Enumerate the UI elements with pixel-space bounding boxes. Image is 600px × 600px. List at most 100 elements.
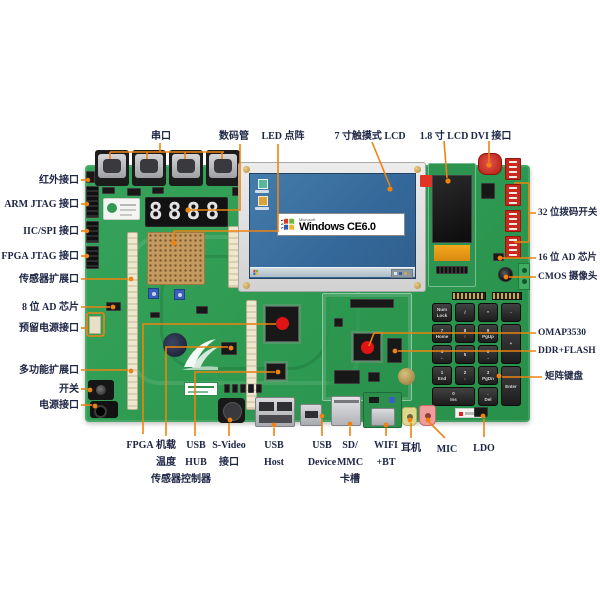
cmos-camera bbox=[498, 267, 513, 282]
bezel-screw bbox=[243, 282, 250, 289]
edge-connector bbox=[452, 292, 486, 300]
board-info-sticker bbox=[103, 198, 140, 220]
callout-label-arm-jtag: ARM JTAG 接口 bbox=[4, 199, 79, 210]
callout-label-matrix-keypad: 矩阵键盘 bbox=[545, 372, 584, 382]
usb-hub-controller-chip bbox=[266, 363, 286, 380]
callout-label-omap3530: OMAP3530 bbox=[538, 328, 587, 338]
dip-switch-block bbox=[505, 236, 521, 258]
component-chip bbox=[232, 384, 238, 393]
key-8: 8 ↑ bbox=[455, 324, 475, 343]
db9-serial-connector-3 bbox=[169, 150, 203, 186]
key-2: 2 ↓ bbox=[455, 366, 475, 385]
component-chip bbox=[256, 384, 262, 393]
banner-os-name: Windows CE6.0 bbox=[299, 220, 376, 233]
callout-label-fpga-jtag: FPGA JTAG 接口 bbox=[1, 251, 79, 262]
callout-label-usb-device: USB Device bbox=[307, 440, 337, 468]
fpga-jtag-connector bbox=[86, 246, 99, 269]
component-chip bbox=[334, 370, 360, 384]
callout-label-earphone: 耳机 bbox=[401, 443, 421, 454]
start-flag-icon bbox=[253, 269, 259, 276]
key-star: * bbox=[478, 303, 498, 322]
component-chip bbox=[152, 187, 164, 194]
led-dot-matrix bbox=[147, 232, 205, 285]
callout-label-ldo: LDO bbox=[473, 443, 495, 454]
callout-label-ad-16bit: 16 位 AD 芯片 bbox=[538, 253, 597, 263]
key-6: 6 → bbox=[478, 345, 498, 364]
key-enter: Enter bbox=[501, 366, 521, 406]
callout-label-reserved-power: 预留电源接口 bbox=[19, 323, 79, 334]
component-chip bbox=[481, 183, 495, 199]
db9-serial-connector-4 bbox=[206, 150, 240, 186]
component-chip bbox=[150, 312, 160, 318]
callout-label-iic-spi: IIC/SPI 接口 bbox=[23, 226, 79, 237]
callout-label-multifunction: 多功能扩展口 bbox=[19, 365, 79, 376]
component-chip bbox=[127, 188, 141, 196]
db9-serial-connector-1 bbox=[95, 150, 129, 186]
sensor-expansion-socket bbox=[127, 232, 138, 410]
callout-label-infrared-port: 红外接口 bbox=[39, 175, 79, 186]
usb-device-connector bbox=[300, 404, 322, 426]
key-numlock: Num Lock bbox=[432, 303, 452, 322]
key-plus: + bbox=[501, 324, 521, 364]
key-dot: . Del bbox=[478, 387, 498, 406]
callout-label-wifi-bt: WIFI +BT bbox=[374, 440, 398, 468]
key-slash: / bbox=[455, 303, 475, 322]
bezel-screw bbox=[414, 282, 421, 289]
db9-serial-connector-2 bbox=[132, 150, 166, 186]
seven-segment-display: 8888 bbox=[145, 197, 228, 227]
lcd-flex-cable bbox=[434, 245, 470, 261]
mic-jack bbox=[419, 405, 436, 426]
callout-label-ddr-flash: DDR+FLASH bbox=[538, 346, 596, 356]
callout-label-dvi-port: DVI 接口 bbox=[470, 131, 512, 142]
multifunction-expansion-socket bbox=[246, 300, 257, 410]
infrared-receiver bbox=[86, 171, 95, 183]
module-connector bbox=[436, 266, 468, 274]
dvi-connector bbox=[478, 153, 502, 175]
callout-label-seven-segment: 数码管 bbox=[219, 131, 249, 142]
callout-label-lcd-7inch: 7 寸触摸式 LCD bbox=[334, 131, 406, 142]
fpga-red-marker bbox=[276, 317, 289, 330]
system-tray bbox=[391, 269, 413, 278]
taskbar bbox=[250, 267, 415, 278]
trimmer-pot bbox=[174, 289, 185, 300]
callout-label-dip32: 32 位拨码开关 bbox=[538, 208, 598, 218]
component-chip bbox=[368, 372, 380, 382]
callout-label-sd-mmc: SD/ MMC 卡槽 bbox=[336, 440, 364, 485]
banner-brand: Microsoft bbox=[299, 216, 316, 222]
callout-label-usb-host: USB Host bbox=[264, 440, 284, 468]
dip-switch-block bbox=[505, 184, 521, 206]
red-sticker bbox=[420, 175, 432, 187]
callout-label-led-matrix: LED 点阵 bbox=[261, 131, 305, 142]
temperature-sensor-chip bbox=[221, 342, 237, 355]
s-video-connector bbox=[218, 398, 245, 423]
coin-battery bbox=[398, 368, 415, 385]
ddr-flash-chip bbox=[387, 338, 402, 363]
callout-label-s-video: S-Video 接口 bbox=[212, 440, 246, 468]
key-minus: - bbox=[501, 303, 521, 322]
component-chip bbox=[196, 306, 208, 314]
key-4: 4 ← bbox=[432, 345, 452, 364]
trimmer-pot bbox=[148, 288, 159, 299]
callout-label-serial-port: 串口 bbox=[151, 131, 171, 142]
callout-label-mic: MIC bbox=[436, 444, 458, 455]
desktop-icon bbox=[258, 179, 268, 189]
bezel-screw bbox=[243, 166, 250, 173]
reserved-power-header bbox=[89, 316, 101, 334]
key-0: 0 Ins bbox=[432, 387, 475, 406]
callout-label-cmos: CMOS 摄像头 bbox=[538, 272, 598, 282]
usb-host-connector bbox=[255, 397, 295, 427]
module-connector bbox=[350, 299, 394, 308]
callout-label-usb-hub: USB HUB 控制器 bbox=[181, 440, 211, 485]
power-switch bbox=[88, 380, 114, 400]
windows-banner: Microsoft Windows CE6.0 bbox=[277, 213, 405, 236]
iic-spi-connector bbox=[86, 221, 99, 243]
bezel-screw bbox=[414, 166, 421, 173]
callout-label-temp-sensor: 机载 温度 传感器 bbox=[151, 440, 181, 485]
lcd-screen: Microsoft Windows CE6.0 bbox=[249, 173, 416, 279]
power-jack bbox=[90, 401, 118, 418]
vendor-label bbox=[184, 382, 218, 396]
dip-switch-block bbox=[505, 210, 521, 232]
windows-flag-icon bbox=[281, 218, 295, 231]
arm-jtag-connector bbox=[86, 186, 99, 218]
